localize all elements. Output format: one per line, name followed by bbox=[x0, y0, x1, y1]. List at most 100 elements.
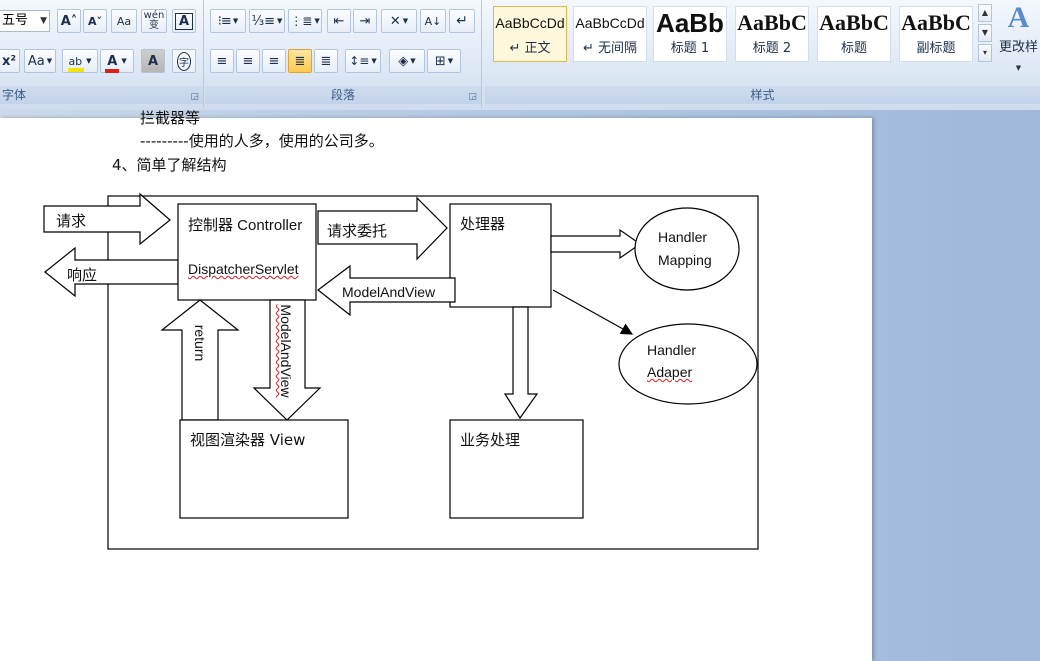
enclose-char-button[interactable]: 字 bbox=[172, 49, 196, 73]
dialog-launcher-icon[interactable]: ◲ bbox=[468, 92, 477, 102]
style-sample: AaBbC bbox=[901, 10, 971, 35]
chevron-down-icon: ▼ bbox=[371, 57, 377, 65]
phonetic-guide-icon: wén 变 bbox=[143, 10, 165, 31]
styles-scroll-down-button[interactable]: ▼ bbox=[978, 24, 992, 42]
shrink-font-icon: A˅ bbox=[87, 14, 102, 28]
font-color-glyph: A bbox=[107, 53, 118, 69]
style-card-subtitle[interactable]: AaBbC 副标题 bbox=[899, 6, 973, 62]
numbered-list-icon: ⅓≡ bbox=[251, 13, 276, 29]
model-and-view-arrow-down bbox=[252, 299, 322, 421]
char-border-button[interactable]: A bbox=[172, 9, 196, 33]
show-marks-button[interactable]: ↵ bbox=[449, 9, 475, 33]
style-sample: AaBbCcDd bbox=[575, 15, 645, 31]
style-card-title[interactable]: AaBbC 标题 bbox=[817, 6, 891, 62]
bullets-button[interactable]: ⁝≡ ▼ bbox=[210, 9, 246, 33]
change-styles-icon: A bbox=[1007, 1, 1030, 34]
handler-adapter-connector bbox=[552, 289, 634, 335]
handler-adapter-line1: Handler bbox=[647, 342, 697, 358]
paragraph-line-1: ---------使用的人多，使用的公司多。 bbox=[140, 132, 384, 150]
asian-layout-button[interactable]: ✕ ▼ bbox=[381, 9, 417, 33]
change-case-button[interactable]: Aa ▼ bbox=[24, 49, 56, 73]
style-name: ↵ 正文 bbox=[509, 41, 551, 56]
response-arrow bbox=[44, 246, 179, 298]
multilevel-list-button[interactable]: ⋮≣ ▼ bbox=[288, 9, 322, 33]
chevron-down-icon: ▼ bbox=[314, 17, 320, 25]
chevron-down-icon: ▼ bbox=[402, 17, 409, 25]
style-card-heading-1[interactable]: AaBb 标题 1 bbox=[653, 6, 727, 62]
styles-scroll-up-button[interactable]: ▲ bbox=[978, 4, 992, 22]
char-border-icon: A bbox=[174, 12, 194, 30]
style-name: 标题 1 bbox=[670, 41, 710, 56]
bullet-list-icon: ⁝≡ bbox=[217, 13, 232, 29]
line-spacing-button[interactable]: ↕≡ ▼ bbox=[345, 49, 381, 73]
change-styles-button[interactable]: A 更改样 ▼ bbox=[997, 0, 1040, 80]
font-color-button[interactable]: A ▼ bbox=[100, 49, 134, 73]
shading-button[interactable]: ◈ ▼ bbox=[389, 49, 425, 73]
chevron-down-icon: ▼ bbox=[447, 57, 454, 65]
response-label: 响应 bbox=[67, 266, 98, 284]
align-left-button[interactable]: ≡ bbox=[210, 49, 234, 73]
highlight-glyph: ab bbox=[68, 54, 83, 68]
line-spacing-icon: ↕≡ bbox=[349, 54, 370, 68]
business-label: 业务处理 bbox=[460, 431, 521, 449]
chevron-down-icon: ▼ bbox=[46, 57, 53, 65]
font-size-combo[interactable]: 五号 ▼ bbox=[0, 10, 50, 32]
style-card-no-spacing[interactable]: AaBbCcDd ↵ 无间隔 bbox=[573, 6, 647, 62]
controller-subtitle: DispatcherServlet bbox=[188, 261, 299, 277]
handler-mapping-line1: Handler bbox=[658, 229, 708, 245]
chevron-down-icon: ▼ bbox=[121, 57, 127, 65]
business-box bbox=[449, 419, 584, 519]
char-shading-icon: A bbox=[147, 53, 159, 69]
style-name: 标题 2 bbox=[752, 41, 792, 56]
handler-mapping-arrow bbox=[550, 228, 642, 260]
char-shading-button[interactable]: A bbox=[141, 49, 165, 73]
chevron-down-icon: ▼ bbox=[232, 17, 239, 25]
architecture-diagram bbox=[43, 192, 759, 550]
style-card-normal[interactable]: AaBbCcDd ↵ 正文 bbox=[493, 6, 567, 62]
font-group-title: 字体 bbox=[2, 88, 27, 102]
processor-down-arrow bbox=[503, 306, 539, 420]
clear-format-button[interactable]: Aa bbox=[111, 9, 137, 33]
style-card-heading-2[interactable]: AaBbC 标题 2 bbox=[735, 6, 809, 62]
increase-indent-button[interactable]: ⇥ bbox=[353, 9, 377, 33]
handler-mapping-ellipse bbox=[634, 207, 740, 291]
grow-font-button[interactable]: A˄ bbox=[57, 9, 81, 33]
numbering-button[interactable]: ⅓≡ ▼ bbox=[249, 9, 285, 33]
align-center-button[interactable]: ≡ bbox=[236, 49, 260, 73]
handler-mapping-line2: Mapping bbox=[658, 252, 712, 268]
styles-more-button[interactable]: ▾ bbox=[978, 44, 992, 62]
font-group-label: 字体 bbox=[0, 86, 203, 104]
chevron-down-icon: ▼ bbox=[277, 17, 283, 25]
view-renderer-box bbox=[179, 419, 349, 519]
styles-group: AaBbCcDd ↵ 正文 AaBbCcDd ↵ 无间隔 AaBb 标题 1 A… bbox=[485, 0, 1040, 108]
chevron-down-icon: ▼ bbox=[410, 57, 416, 65]
align-right-button[interactable]: ≡ bbox=[262, 49, 286, 73]
controller-title: 控制器 Controller bbox=[188, 217, 303, 234]
cut-off-line: 拦截器等 bbox=[140, 107, 200, 128]
return-arrow bbox=[160, 299, 240, 421]
handler-adapter-line2: Adaper bbox=[647, 364, 693, 380]
justify-icon: ≣ bbox=[294, 53, 306, 69]
dialog-launcher-icon[interactable]: ◲ bbox=[190, 92, 199, 102]
document-page[interactable]: 拦截器等 ---------使用的人多，使用的公司多。 4、简单了解结构 bbox=[0, 109, 872, 661]
decrease-indent-button[interactable]: ⇤ bbox=[327, 9, 351, 33]
handler-adapter-ellipse bbox=[618, 323, 758, 405]
superscript-button[interactable]: x² bbox=[0, 49, 20, 73]
grow-font-icon: A˄ bbox=[60, 13, 78, 29]
superscript-icon: x² bbox=[1, 53, 17, 69]
multilevel-list-icon: ⋮≣ bbox=[290, 14, 313, 28]
shrink-font-button[interactable]: A˅ bbox=[83, 9, 107, 33]
distributed-button[interactable]: ≣ bbox=[314, 49, 338, 73]
highlight-color-swatch bbox=[68, 67, 85, 72]
paragraph-group-title: 段落 bbox=[330, 88, 355, 102]
phonetic-guide-button[interactable]: wén 变 bbox=[141, 9, 167, 33]
borders-button[interactable]: ⊞ ▼ bbox=[427, 49, 461, 73]
request-label: 请求 bbox=[56, 212, 87, 230]
justify-button[interactable]: ≣ bbox=[288, 49, 312, 73]
highlight-button[interactable]: ab ▼ bbox=[62, 49, 98, 73]
asian-layout-icon: ✕ bbox=[389, 13, 401, 29]
font-color-icon: A bbox=[105, 53, 120, 73]
paragraph-group: ⁝≡ ▼ ⅓≡ ▼ ⋮≣ ▼ ⇤ ⇥ ✕ ▼ A↓ ↵ ≡ ≡ bbox=[205, 0, 482, 108]
sort-az-icon: A↓ bbox=[424, 14, 442, 28]
sort-button[interactable]: A↓ bbox=[420, 9, 446, 33]
